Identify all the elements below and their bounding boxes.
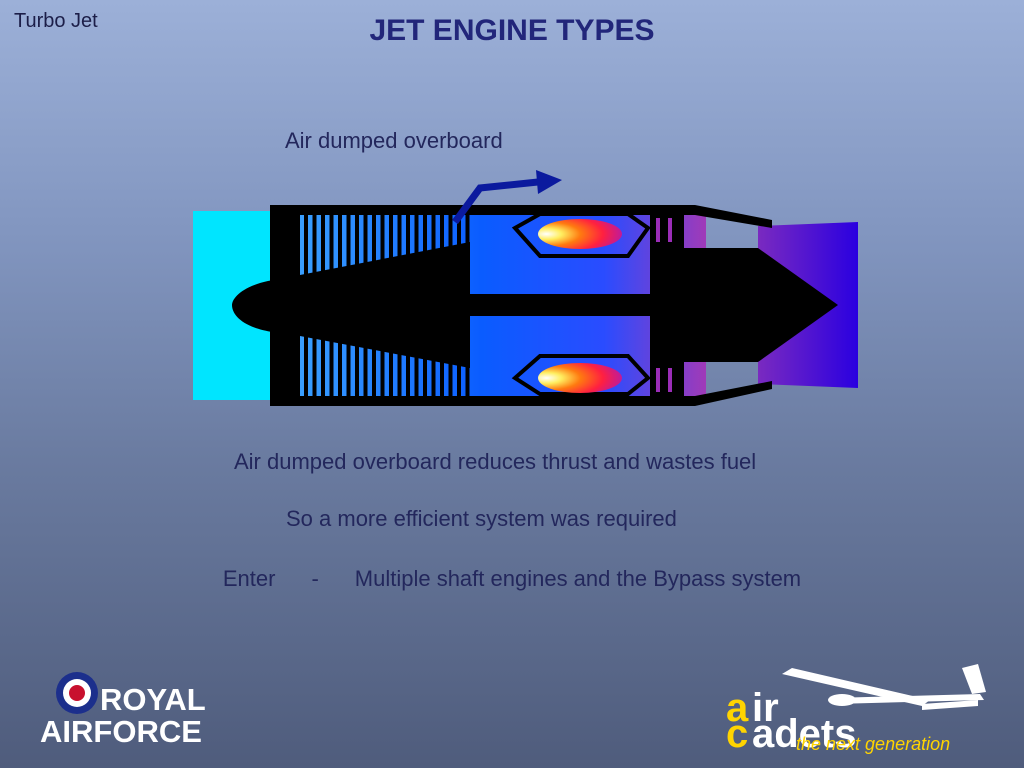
- raf-logo-royal: ROYAL: [100, 682, 206, 717]
- section-label: Turbo Jet: [14, 10, 98, 32]
- turbine-blades: [656, 218, 672, 392]
- raf-roundel-icon: [56, 672, 98, 714]
- nose-cone: [232, 278, 300, 334]
- enter-dash: -: [311, 566, 319, 591]
- turbine: [650, 215, 684, 396]
- compressor-drum: [300, 242, 470, 368]
- combustion-chamber-top: [511, 212, 651, 258]
- bypass-text: Multiple shaft engines and the Bypass sy…: [354, 566, 802, 591]
- air-cadets-tagline: the next generation: [796, 734, 951, 754]
- air-dumped-callout: Air dumped overboard: [285, 128, 503, 153]
- thrust-loss-line: Air dumped overboard reduces thrust and …: [234, 449, 757, 474]
- combustion-chamber-bottom: [511, 354, 651, 396]
- engine-shaft: [470, 294, 650, 316]
- exhaust-cone: [684, 248, 838, 362]
- enter-label: Enter: [222, 566, 276, 591]
- air-cadets-word-air: ir: [752, 686, 779, 730]
- air-cadets-first-letter: a: [726, 686, 749, 730]
- page-title: JET ENGINE TYPES: [369, 14, 655, 47]
- overboard-arrow: [452, 170, 562, 225]
- aircraft-icon: [782, 664, 986, 710]
- efficiency-line: So a more efficient system was required: [286, 506, 677, 531]
- air-cadets-logo: a ir c adets the next generation: [722, 660, 1012, 760]
- raf-logo-airforce: AIRFORCE: [40, 714, 202, 749]
- air-cadets-word-cadets: adets: [752, 712, 857, 756]
- raf-logo: ROYAL AIRFORCE: [38, 670, 238, 750]
- bypass-line: Enter - Multiple shaft engines and the B…: [0, 566, 1024, 592]
- air-cadets-second-letter: c: [726, 712, 749, 756]
